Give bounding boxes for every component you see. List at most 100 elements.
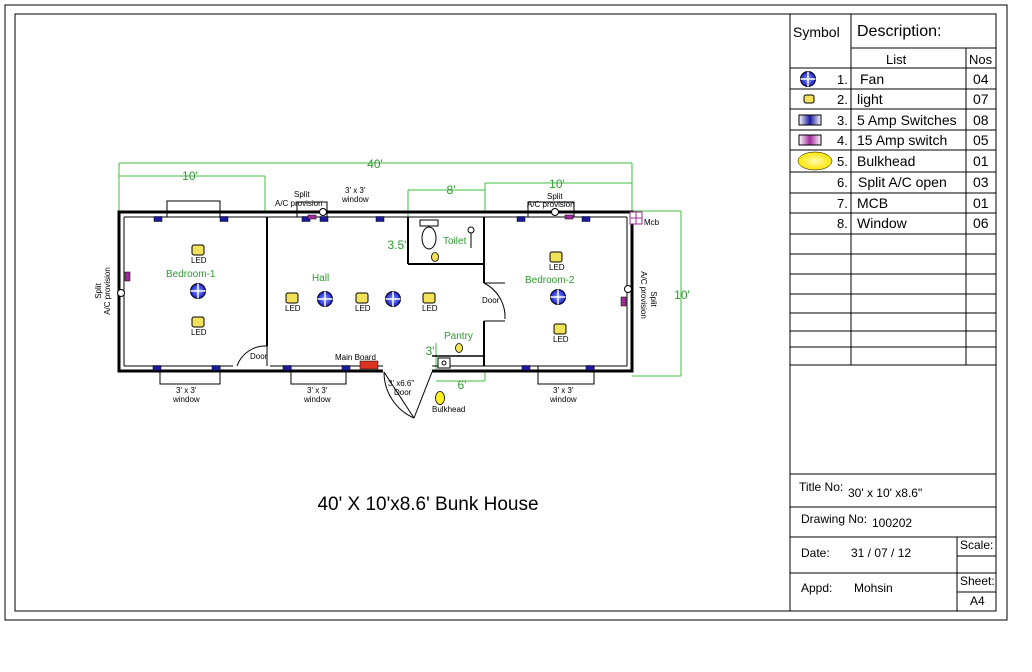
- light-icon: [191, 244, 205, 256]
- date-label: Date:: [801, 546, 830, 560]
- legend-item-desc: Split A/C open: [858, 174, 947, 190]
- bedroom2-dimension: 10': [549, 177, 565, 191]
- door-label: Door: [482, 296, 500, 305]
- legend-bulkhead-icon: [797, 151, 833, 171]
- fan-icon: [384, 290, 402, 308]
- legend-item-num: 4.: [837, 133, 848, 148]
- split-ac-label: A/C provision: [103, 267, 112, 315]
- window-label: window: [549, 395, 577, 404]
- sheet-label: Sheet:: [960, 574, 995, 588]
- title-block: Title No: 30' x 10' x8.6" Drawing No: 10…: [790, 473, 996, 611]
- split-ac-label: Split: [94, 282, 103, 298]
- floor-plan: 40' 10' 10' 8' 3.5' 3' 6' 10': [94, 157, 690, 419]
- drawing-title: 40' X 10'x8.6' Bunk House: [317, 494, 538, 515]
- main-door-label: Door: [394, 388, 412, 397]
- legend-item-desc: MCB: [857, 195, 888, 211]
- legend-item-nos: 03: [973, 174, 989, 190]
- window-label: window: [341, 195, 369, 204]
- legend-list-header: List: [886, 52, 907, 67]
- toilet-fixtures: [419, 219, 475, 369]
- door-label: Door: [250, 352, 268, 361]
- toilet-depth-dimension: 3.5': [388, 238, 407, 252]
- bedroom1-dimension: 10': [182, 169, 198, 183]
- toilet-width-dimension: 8': [447, 183, 456, 197]
- led-label: LED: [355, 304, 371, 313]
- led-label: LED: [191, 256, 207, 265]
- legend-item-nos: 01: [973, 153, 989, 169]
- legend-item-nos: 01: [973, 195, 989, 211]
- main-board-label: Main Board: [335, 353, 376, 362]
- light-icon: [549, 251, 563, 263]
- legend-item-num: 8.: [837, 216, 848, 231]
- legend-item-num: 3.: [837, 113, 848, 128]
- legend-item-num: 5.: [837, 154, 848, 169]
- outer-frame: [4, 4, 1008, 621]
- led-label: LED: [422, 304, 438, 313]
- window-label: 3' x 3': [176, 386, 197, 395]
- legend-item-num: 1.: [837, 72, 848, 87]
- switches: [124, 214, 627, 371]
- main-board-symbol: [359, 360, 379, 370]
- legend-switch-5amp-icon: [798, 114, 822, 126]
- legend-item-nos: 07: [973, 91, 989, 107]
- legend-item-desc: Fan: [860, 71, 884, 87]
- room-label-bedroom2: Bedroom-2: [525, 275, 575, 286]
- legend-item-desc: 15 Amp switch: [857, 132, 947, 148]
- fan-icon: [316, 290, 334, 308]
- window-label: 3' x 3': [307, 386, 328, 395]
- drawing-no-value: 100202: [872, 516, 912, 530]
- windows: [159, 200, 595, 385]
- pantry-light-icon: [455, 343, 463, 353]
- main-door-label: 3' x6.6": [388, 379, 414, 388]
- legend-item-nos: 06: [973, 215, 989, 231]
- window-label: 3' x 3': [553, 386, 574, 395]
- end-depth-dimension: 10': [674, 288, 690, 302]
- legend-nos-header: Nos: [969, 52, 993, 67]
- legend-description-header: Description:: [857, 23, 941, 40]
- light-icon: [191, 316, 205, 328]
- split-ac-label: A/C provision: [639, 271, 648, 319]
- legend-item-nos: 04: [973, 71, 989, 87]
- date-value: 31 / 07 / 12: [851, 546, 911, 560]
- legend-item-desc: 5 Amp Switches: [857, 112, 957, 128]
- pantry-depth-dimension: 3': [426, 344, 435, 358]
- legend-item-desc: Bulkhead: [857, 153, 915, 169]
- legend-item-desc: Window: [857, 215, 908, 231]
- led-label: LED: [549, 263, 565, 272]
- legend-table: Symbol Description: List Nos 1. Fan 04 2…: [790, 14, 996, 366]
- legend-light-icon: [803, 94, 815, 104]
- title-no-label: Title No:: [799, 480, 843, 494]
- led-label: LED: [285, 304, 301, 313]
- title-no-value: 30' x 10' x8.6": [848, 486, 922, 500]
- legend-item-num: 7.: [837, 196, 848, 211]
- light-icon: [355, 292, 369, 304]
- sheet-value: A4: [970, 594, 985, 608]
- fan-icon: [189, 282, 207, 300]
- room-label-hall: Hall: [312, 273, 329, 284]
- room-label-bedroom1: Bedroom-1: [166, 269, 216, 280]
- split-ac-label: Split: [547, 192, 563, 201]
- pantry-width-dimension: 6': [458, 378, 467, 392]
- legend-fan-icon: [800, 71, 816, 87]
- drawing-no-label: Drawing No:: [801, 512, 867, 526]
- overall-dimension: 40': [367, 157, 383, 171]
- fan-icon: [549, 288, 567, 306]
- legend-item-desc: light: [857, 91, 883, 107]
- legend-symbol-header: Symbol: [793, 24, 840, 40]
- split-ac-label: A/C provision: [275, 199, 323, 208]
- doors: [236, 282, 506, 419]
- split-ac-label: Split: [294, 190, 310, 199]
- room-label-pantry: Pantry: [444, 331, 473, 342]
- light-icon: [422, 292, 436, 304]
- bulkhead-icon: [435, 391, 445, 405]
- light-icon: [285, 292, 299, 304]
- mcb-label: Mcb: [644, 218, 660, 227]
- led-label: LED: [191, 328, 207, 337]
- window-label: window: [303, 395, 331, 404]
- scale-label: Scale:: [960, 538, 993, 552]
- light-icon: [553, 323, 567, 335]
- mcb-symbol: [629, 211, 643, 225]
- legend-item-num: 2.: [837, 92, 848, 107]
- window-label: 3' x 3': [345, 186, 366, 195]
